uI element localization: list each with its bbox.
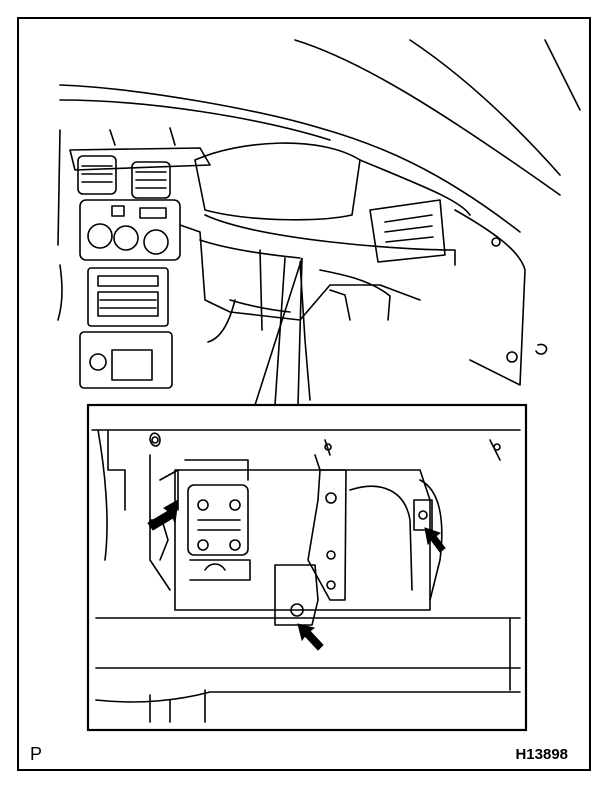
figure-id-label: H13898: [515, 746, 568, 763]
outer-border: [17, 17, 591, 771]
right-clip-arrow: [424, 527, 446, 553]
upper-left-bolt-arrow: [147, 499, 179, 531]
leader-lines: [254, 257, 303, 406]
detail-inset: [86, 403, 528, 732]
dashboard-overview: [57, 39, 581, 406]
corner-code-label: P: [30, 744, 43, 764]
lower-center-bolt-arrow: [297, 623, 324, 651]
